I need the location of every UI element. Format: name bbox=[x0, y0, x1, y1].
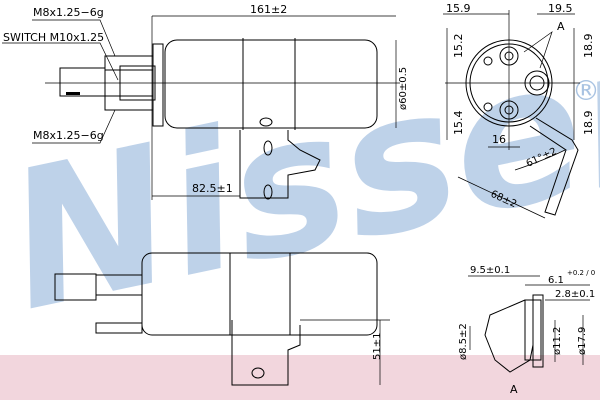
dim-height: 51±1 bbox=[372, 333, 383, 360]
dim-diameter: ø60±0.5 bbox=[398, 67, 409, 110]
dim-dia-11-2: ø11.2 bbox=[552, 327, 563, 355]
bottom-view: 51±1 bbox=[54, 252, 390, 386]
dim-15-9: 15.9 bbox=[446, 2, 471, 15]
dim-18-9-top: 18.9 bbox=[582, 34, 595, 59]
dim-length: 161±2 bbox=[250, 3, 287, 16]
pink-band bbox=[0, 355, 600, 400]
dim-9-5: 9.5±0.1 bbox=[470, 265, 510, 276]
detail-a-label: A bbox=[510, 383, 518, 396]
dim-bracket-offset: 82.5±1 bbox=[192, 182, 233, 195]
dim-16: 16 bbox=[492, 133, 506, 146]
dim-2-8: 2.8±0.1 bbox=[555, 289, 595, 300]
label-thread-top: M8x1.25−6g bbox=[33, 6, 104, 19]
dim-18-9-bottom: 18.9 bbox=[582, 111, 595, 136]
dim-6-1-tolerance: +0.2 / 0 bbox=[567, 269, 595, 277]
label-switch-thread: SWITCH M10x1.25 bbox=[3, 31, 104, 44]
dim-dia-17-9: ø17.9 bbox=[577, 327, 588, 355]
detail-ref-a: A bbox=[557, 20, 565, 33]
dim-dia-8-5: ø8.5±2 bbox=[458, 323, 469, 360]
registered-mark: ® bbox=[572, 74, 600, 107]
dim-15-2: 15.2 bbox=[452, 34, 465, 59]
dim-6-1: 6.1 bbox=[548, 275, 564, 286]
dim-15-4: 15.4 bbox=[452, 111, 465, 136]
detail-a: 9.5±0.1 6.1 +0.2 / 0 2.8±0.1 ø8.5±2 ø11.… bbox=[458, 265, 595, 396]
label-thread-bottom: M8x1.25−6g bbox=[33, 129, 104, 142]
dim-19-5: 19.5 bbox=[548, 2, 573, 15]
side-view: 161±2 82.5±1 ø60±0.5 M8x1.25−6g SWITCH M… bbox=[2, 3, 409, 200]
